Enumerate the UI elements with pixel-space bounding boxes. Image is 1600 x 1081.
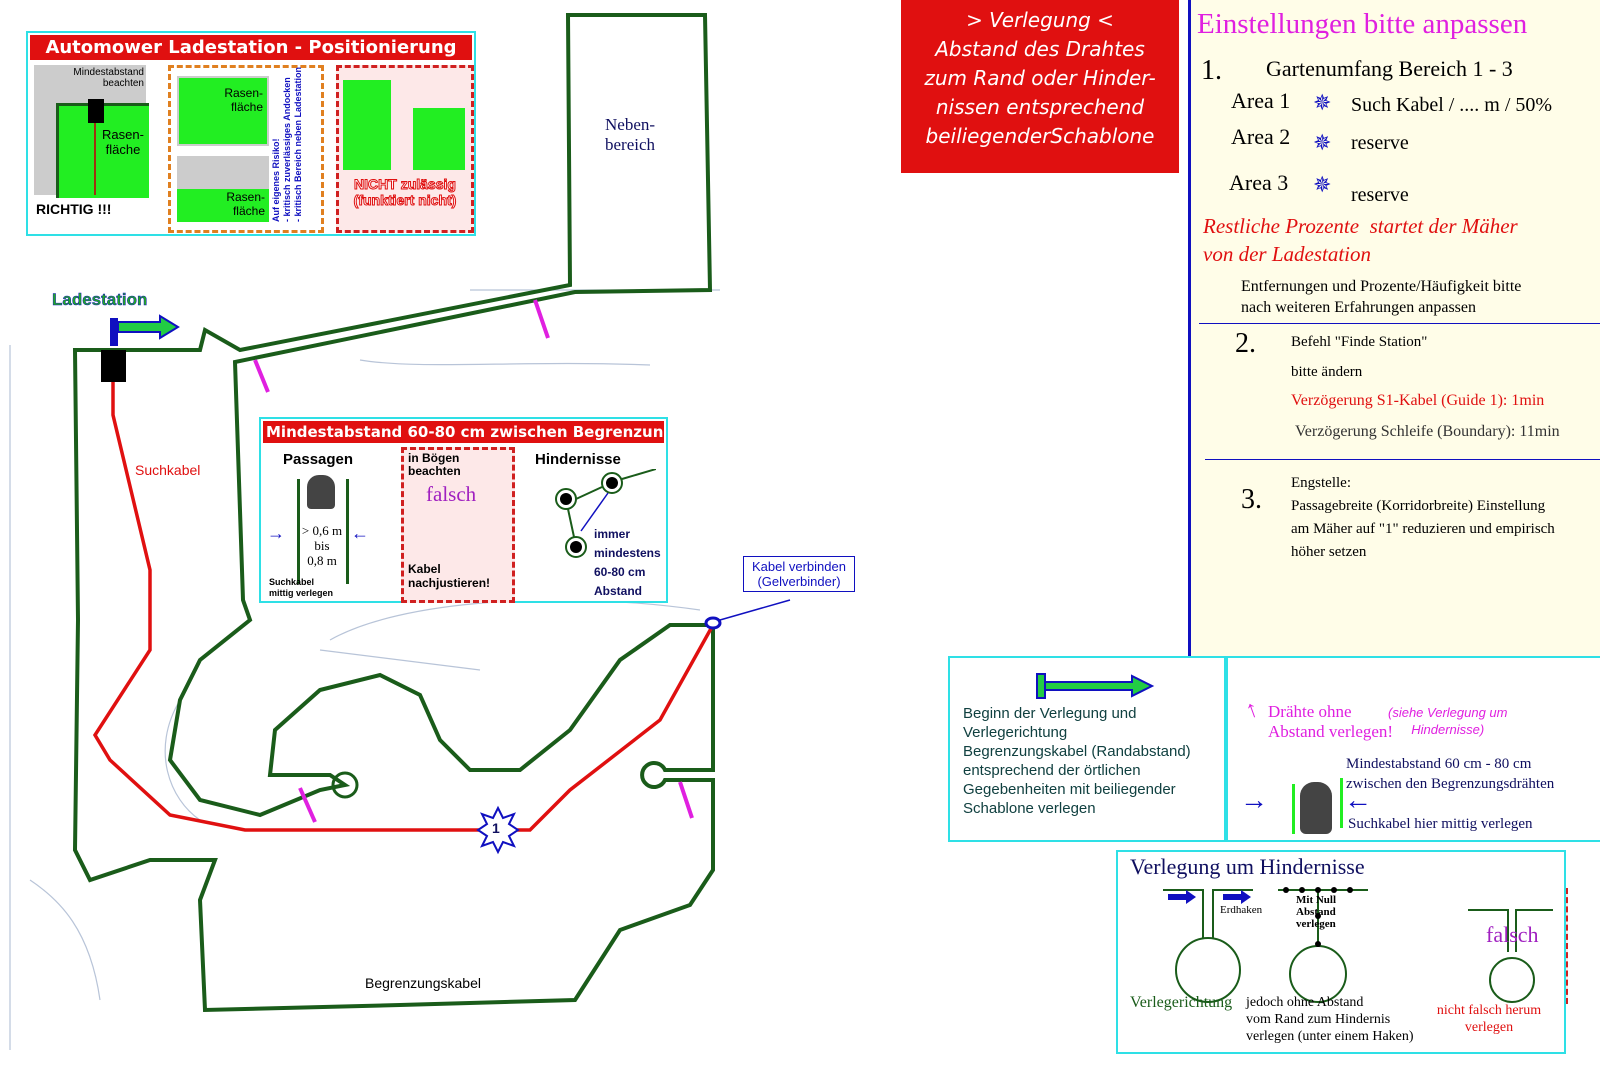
richtig-diagram: Mindestabstand beachten Rasen- fläche (34, 65, 149, 198)
entfernungen-text: Entfernungen und Prozente/Häufigkeit bit… (1241, 278, 1522, 316)
obstacle-loop (331, 771, 359, 799)
hindernisse-label: Hindernisse (535, 451, 621, 468)
passagen-label: Passagen (283, 451, 354, 468)
nicht-falsch-text: nicht falsch herum verlegen (1436, 1003, 1542, 1035)
garden-map (9, 13, 791, 1050)
suchkabel-label: Suchkabel (135, 462, 201, 478)
nicht-panel: NICHT zulässig (funktiert nicht) (336, 65, 474, 233)
charging-station-icon (101, 350, 126, 382)
area-3-label: Area 3 (1229, 170, 1289, 195)
obstacles-diagram (555, 469, 656, 558)
obstacles-loop-diagram (1163, 887, 1553, 1003)
risk-panel: Rasen- fläche Rasen- fläche Auf eigenes … (168, 65, 324, 233)
start-arrow-icon (110, 314, 180, 346)
mower-icon (1300, 782, 1332, 834)
mindestabstand-label: Mindestabstand beachten (73, 67, 144, 89)
legend-distance: ↑ Drähte ohne Abstand verlegen! (siehe V… (1226, 656, 1600, 842)
suchkabel-mittig-text: Suchkabel hier mittig verlegen (1348, 816, 1533, 832)
falsch-label: falsch (1486, 922, 1539, 947)
restliche-text: Restliche Prozente startet der Mäher von… (1203, 214, 1518, 266)
jedoch-text: jedoch ohne Abstand vom Rand zum Hindern… (1246, 995, 1414, 1044)
suchkabel-mittig-label: Suchkabel mittig verlegen (269, 577, 334, 598)
magenta-arrows (253, 299, 694, 823)
range-label: > 0,6 m bis 0,8 m (301, 523, 343, 568)
section-2-line-4: Verzögerung Schleife (Boundary): 11min (1295, 423, 1560, 440)
section-2-line-2: bitte ändern (1291, 364, 1363, 380)
ladestation-label: Ladestation (52, 290, 148, 310)
immer-label: immer mindestens 60-80 cm Abstand (594, 527, 661, 598)
section-2-number: 2. (1235, 328, 1256, 359)
section-1-title: Gartenumfang Bereich 1 - 3 (1266, 56, 1513, 81)
star-1-icon (476, 805, 520, 855)
section-1-number: 1. (1201, 55, 1222, 86)
area-3-text: reserve (1351, 184, 1409, 206)
kabel-verbinden-callout: Kabel verbinden (Gelverbinder) (743, 556, 855, 592)
distance-title: Mindestabstand 60-80 cm zwischen Begrenz… (263, 421, 664, 443)
rasen-label: Rasen- fläche (177, 156, 269, 222)
star-1-icon: ✵ (1313, 90, 1332, 115)
settings-panel: Einstellungen bitte anpassen 1. Gartenum… (1188, 0, 1600, 660)
arrow-right-icon: → (1240, 784, 1268, 815)
legend-start: Beginn der Verlegung und Verlegerichtung… (948, 656, 1226, 842)
arrow-right-icon: → (267, 523, 285, 543)
obstacles-panel: Verlegung um Hindernisse Erdhaken Mit Nu… (1116, 850, 1568, 1054)
connector-icon (704, 616, 722, 630)
legend-start-text: Beginn der Verlegung und Verlegerichtung… (963, 705, 1191, 817)
arrow-left-icon: ← (351, 523, 369, 543)
star-3-icon: ✵ (1313, 172, 1332, 197)
begrenzungskabel-label: Begrenzungskabel (365, 975, 481, 991)
area-2-text: reserve (1351, 132, 1409, 154)
rasen-label: Rasen- fläche (102, 127, 144, 157)
settings-title: Einstellungen bitte anpassen (1197, 8, 1528, 40)
rasen-label: Rasen- fläche (177, 76, 269, 146)
richtig-label: RICHTIG !!! (36, 201, 112, 217)
distance-panel: Mindestabstand 60-80 cm zwischen Begrenz… (259, 417, 668, 603)
mindestabstand-text: Mindestabstand 60 cm - 80 cm zwischen de… (1346, 756, 1555, 792)
section-3-text: Engstelle: Passagebreite (Korridorbreite… (1291, 475, 1555, 560)
arrow-left-icon: ← (1344, 784, 1372, 815)
nachjustieren-label: Kabel nachjustieren! (408, 562, 491, 590)
star-2-icon: ✵ (1313, 130, 1332, 155)
boundary-wire (72, 13, 715, 1013)
erdhaken-label: Erdhaken (1220, 904, 1263, 916)
section-2-line-3: Verzögerung S1-Kabel (Guide 1): 1min (1291, 392, 1545, 409)
obstacles-title: Verlegung um Hindernisse (1130, 854, 1365, 879)
risk-text: Auf eigenes Risiko! - kritisch zuverläss… (271, 66, 303, 222)
positioning-panel: Automower Ladestation - Positionierung M… (26, 31, 476, 236)
guide-wire (92, 380, 715, 832)
positioning-title: Automower Ladestation - Positionierung (30, 35, 472, 60)
nebenbereich-label: Neben- bereich (605, 115, 656, 154)
nicht-zulaessig-label: NICHT zulässig (funktiert nicht) (353, 176, 457, 209)
start-arrow-icon (1036, 673, 1155, 699)
area-1-label: Area 1 (1231, 88, 1291, 113)
mower-icon (307, 475, 335, 509)
magenta-arrow-icon: ↑ (1241, 694, 1263, 725)
boegen-panel: in Bögen beachten falsch Kabel nachjusti… (401, 447, 515, 603)
siehe-text: (siehe Verlegung um Hindernisse) (1388, 705, 1508, 737)
falsch-label: falsch (426, 482, 477, 506)
area-2-label: Area 2 (1231, 124, 1291, 149)
star-1-label: 1 (492, 820, 500, 836)
mit-null-label: Mit Null Abstand verlegen (1296, 894, 1337, 930)
area-1-text: Such Kabel / .... m / 50% (1351, 94, 1553, 116)
verlegung-box: > Verlegung < Abstand des Drahtes zum Ra… (901, 0, 1179, 173)
in-boegen-label: in Bögen beachten (408, 451, 461, 478)
verlegerichtung-label: Verlegerichtung (1130, 994, 1233, 1011)
section-2-line-1: Befehl "Finde Station" (1291, 334, 1428, 350)
section-3-number: 3. (1241, 484, 1262, 515)
draehte-ohne-text: Drähte ohne Abstand verlegen! (1268, 702, 1394, 741)
